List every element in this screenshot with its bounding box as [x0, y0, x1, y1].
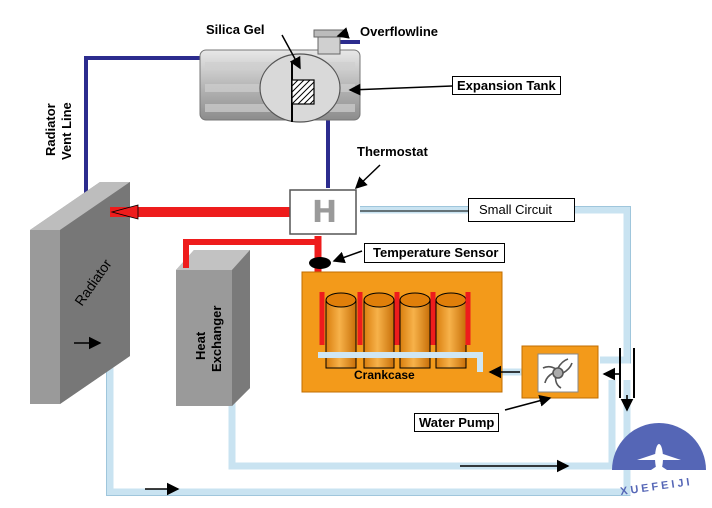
water-pump	[521, 345, 635, 399]
arrow-icon	[110, 204, 139, 220]
temperature-sensor-label: Temperature Sensor	[364, 243, 506, 263]
flow-arrows	[74, 336, 634, 496]
thermostat-symbol: H	[312, 195, 338, 230]
temperature-sensor	[309, 257, 331, 269]
heat-exchanger	[176, 250, 250, 406]
overflowline-label: Overflowline	[360, 24, 439, 39]
expansion-tank	[199, 29, 361, 123]
heat-exchanger-return-pipe	[228, 380, 616, 470]
heat-exchanger-label-2: Exchanger	[209, 305, 224, 372]
heat-exchanger-label-1: Heat	[193, 331, 208, 360]
pump-impeller-icon	[542, 358, 573, 389]
small-circuit-label: Small Circuit	[468, 198, 575, 222]
crankcase-label: Crankcase	[354, 368, 415, 382]
heat-exchanger-feed-pipe	[183, 239, 318, 268]
expansion-tank-label: Expansion Tank	[452, 76, 561, 95]
thermostat-label: Thermostat	[357, 144, 428, 159]
radiator-vent-line-label-1: Radiator	[43, 103, 58, 156]
leader-lines	[281, 27, 552, 411]
engine-block	[301, 271, 503, 393]
airplane-logo-icon	[612, 423, 706, 472]
water-pump-label: Water Pump	[414, 413, 500, 432]
silica-gel-label: Silica Gel	[206, 22, 265, 37]
radiator-vent-line-label-2: Vent Line	[59, 102, 74, 160]
radiator	[30, 182, 130, 404]
thermostat	[289, 189, 357, 235]
